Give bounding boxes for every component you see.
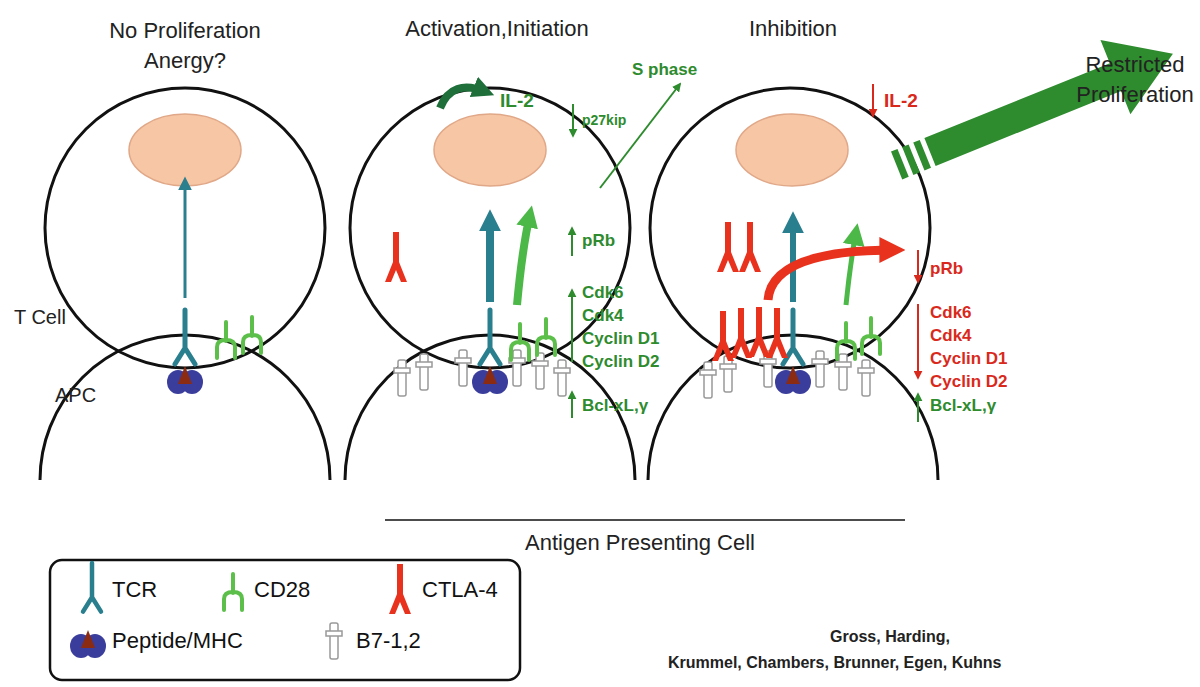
b7-symbol [394,360,410,396]
legend-label: TCR [112,577,157,602]
b7-symbol [858,360,874,396]
signal-arrow [184,182,187,298]
cd28-symbol [537,319,555,355]
legend-label: CTLA-4 [422,577,498,602]
signal-arrow [517,214,530,305]
down-arrow [872,84,874,116]
text-label: pRb [930,259,963,279]
b7-symbol [720,356,736,392]
t-cell [650,88,930,368]
cd28-symbol [837,323,855,359]
text-label: p27kip [582,112,626,128]
text-label: Cyclin D1 [582,329,659,349]
separator-line [385,519,905,521]
s-phase-arrow [600,84,680,188]
mhc-symbol [775,366,811,394]
text-label: Cdk6 [930,303,972,323]
b7-symbol [700,362,716,398]
tcr-symbol [83,563,101,612]
text-label: pRb [582,231,615,251]
apc-membrane [40,335,330,480]
text-label: No Proliferation Anergy? [90,16,280,76]
text-label: Bcl-xL,γ [582,396,648,416]
up-arrow [917,394,919,422]
ctla4-symbol [766,308,788,358]
text-label: Gross, Harding, [830,628,950,646]
t-cell [350,88,630,368]
text-label: Cyclin D2 [582,352,659,372]
ctla4-symbol [748,307,770,357]
mhc-symbol [472,366,508,394]
down-arrow [917,304,919,378]
text-label: Restricted Proliferation [1070,50,1200,110]
cd28-symbol [511,324,529,360]
text-label: IL-2 [500,90,534,112]
text-label: Activation,Initiation [405,16,588,41]
nucleus [434,114,546,186]
ctla4-symbol [389,564,411,614]
t-cell [45,88,325,368]
mhc-symbol [167,366,203,394]
cd28-symbol [862,318,880,354]
apc-membrane [648,335,938,480]
up-arrow [571,290,573,362]
cd28-symbol [217,322,235,358]
text-label: Cyclin D1 [930,349,1007,369]
signal-arrow [846,232,856,305]
text-label: Cdk4 [930,326,972,346]
autocrine-arrow [440,88,486,108]
text-label: APC [55,384,96,407]
b7-symbol [416,354,432,390]
cd28-symbol [243,317,261,353]
inhibition-arrow [768,250,895,300]
ctla4-symbol [739,222,761,272]
block-arrow-stripe [891,149,909,179]
block-arrow [882,17,1188,203]
b7-symbol [532,353,548,389]
tcr-symbol [175,310,195,364]
text-label: Cdk6 [582,283,624,303]
ctla4-symbol [712,311,734,361]
text-label: IL-2 [884,90,918,112]
text-label: Bcl-xL,γ [930,396,996,416]
legend-label: CD28 [254,577,310,602]
ctla4-symbol [730,308,752,358]
tcr-symbol [480,310,500,364]
up-arrow [571,228,573,256]
b7-symbol [554,360,570,396]
text-label: S phase [632,60,697,80]
text-label: Cyclin D2 [930,372,1007,392]
nucleus [736,114,848,186]
text-label: T Cell [14,306,66,329]
b7-symbol [455,350,471,386]
legend-box [50,560,520,680]
text-label: Inhibition [749,16,837,41]
down-arrow [917,250,919,282]
nucleus [129,114,241,186]
ctla4-symbol [717,222,739,272]
b7-symbol [812,351,828,387]
text-label: Antigen Presenting Cell [525,530,755,555]
ctla4-symbol [385,232,407,282]
b7-symbol [326,623,342,659]
down-arrow [572,104,574,136]
text-label: Krummel, Chambers, Brunner, Egen, Kuhns [668,654,1001,672]
legend-label: Peptide/MHC [112,628,243,653]
up-arrow [571,392,573,418]
text-label: Cdk4 [582,306,624,326]
signal-arrow [486,218,494,302]
cd28-symbol [224,574,242,610]
mhc-symbol [70,630,106,658]
legend-label: B7-1,2 [356,628,421,653]
